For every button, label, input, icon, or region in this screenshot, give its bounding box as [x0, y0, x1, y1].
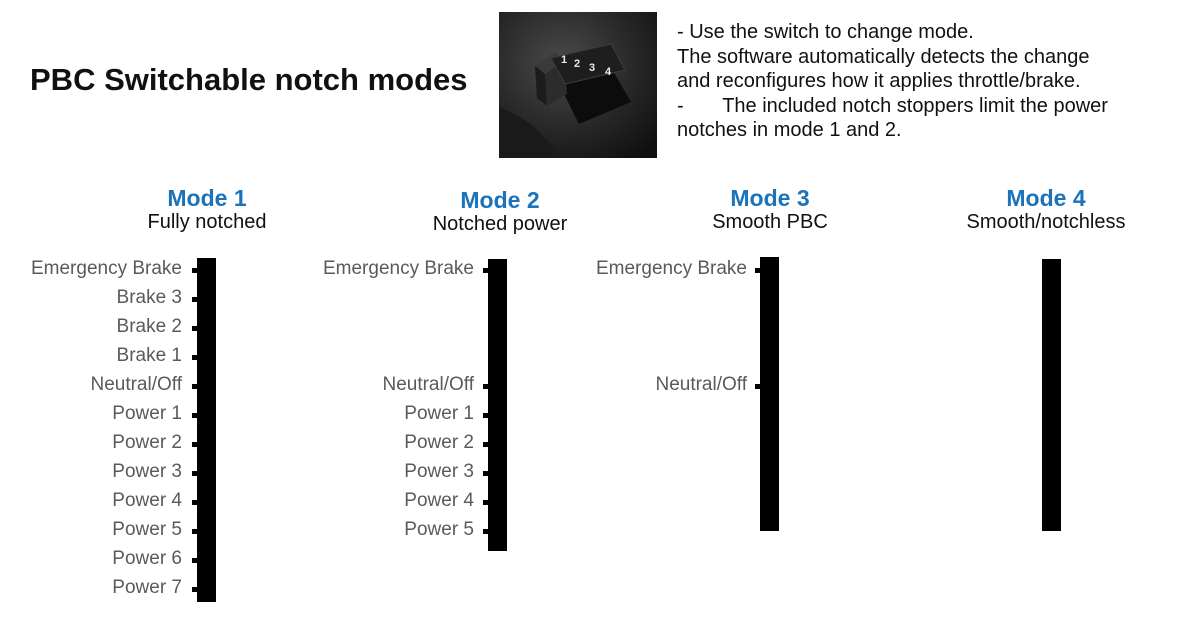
notch-label: Power 7: [112, 577, 182, 598]
notch-label: Emergency Brake: [595, 258, 747, 279]
notch-tick: [192, 268, 197, 273]
mode-2-lever-bar: [488, 259, 507, 551]
mode-description: Smooth/notchless: [966, 211, 1126, 233]
mode-title: Mode 1: [167, 185, 247, 211]
notch-label: Power 4: [112, 490, 182, 511]
notch-tick: [192, 558, 197, 563]
notch-tick: [192, 500, 197, 505]
switch-number: 4: [605, 66, 612, 78]
note-line: and reconfigures how it applies throttle…: [677, 70, 1081, 92]
notch-tick: [755, 384, 760, 389]
notch-label: Neutral/Off: [655, 374, 747, 395]
notch-tick: [192, 442, 197, 447]
notch-tick: [483, 471, 488, 476]
mode-1-header: Mode 1 Fully notched: [87, 186, 327, 234]
notch-label: Power 3: [404, 461, 474, 482]
notch-label: Power 2: [404, 432, 474, 453]
mode-2-header: Mode 2 Notched power: [380, 188, 620, 236]
mode-4-header: Mode 4 Smooth/notchless: [926, 186, 1166, 234]
notch-label: Brake 2: [116, 316, 182, 337]
notch-label: Power 1: [404, 403, 474, 424]
mode-4-lever-bar: [1042, 259, 1061, 531]
notch-label: Power 3: [112, 461, 182, 482]
notch-label: Emergency Brake: [30, 258, 182, 279]
notch-label: Power 6: [112, 548, 182, 569]
notch-label: Power 2: [112, 432, 182, 453]
notch-tick: [192, 413, 197, 418]
notch-tick: [192, 587, 197, 592]
notch-label: Power 4: [404, 490, 474, 511]
notch-tick: [483, 442, 488, 447]
usage-notes: - Use the switch to change mode. The sof…: [677, 20, 1177, 143]
notch-label: Brake 3: [116, 287, 182, 308]
notch-tick: [192, 297, 197, 302]
note-line: - The included notch stoppers limit the …: [677, 94, 1108, 117]
mode-3-header: Mode 3 Smooth PBC: [650, 186, 890, 234]
mode-3-lever-bar: [760, 257, 779, 531]
notch-label: Power 5: [112, 519, 182, 540]
notch-label: Brake 1: [116, 345, 182, 366]
note-line: notches in mode 1 and 2.: [677, 119, 902, 141]
notch-label: Neutral/Off: [90, 374, 182, 395]
note-line: - Use the switch to change mode.: [677, 21, 974, 43]
mode-1-lever-bar: [197, 258, 216, 602]
notch-tick: [192, 529, 197, 534]
notch-label: Emergency Brake: [322, 258, 474, 279]
notch-tick: [192, 326, 197, 331]
notch-tick: [192, 471, 197, 476]
page-title: PBC Switchable notch modes: [30, 62, 468, 97]
notch-tick: [483, 384, 488, 389]
notch-tick: [192, 355, 197, 360]
switch-number: 3: [589, 62, 595, 74]
switch-number: 2: [574, 58, 580, 70]
notch-tick: [483, 268, 488, 273]
note-line: The software automatically detects the c…: [677, 45, 1090, 68]
notch-tick: [483, 500, 488, 505]
mode-title: Mode 2: [460, 187, 540, 213]
mode-description: Smooth PBC: [712, 211, 828, 233]
mode-switch-photo: 1 2 3 4: [499, 12, 657, 158]
notch-tick: [483, 413, 488, 418]
notch-tick: [192, 384, 197, 389]
mode-title: Mode 3: [730, 185, 810, 211]
notch-label: Neutral/Off: [382, 374, 474, 395]
switch-number: 1: [561, 54, 567, 66]
mode-description: Fully notched: [147, 211, 267, 233]
notch-label: Power 1: [112, 403, 182, 424]
mode-title: Mode 4: [1006, 185, 1086, 211]
notch-tick: [755, 268, 760, 273]
notch-label: Power 5: [404, 519, 474, 540]
mode-description: Notched power: [432, 213, 568, 235]
notch-tick: [483, 529, 488, 534]
